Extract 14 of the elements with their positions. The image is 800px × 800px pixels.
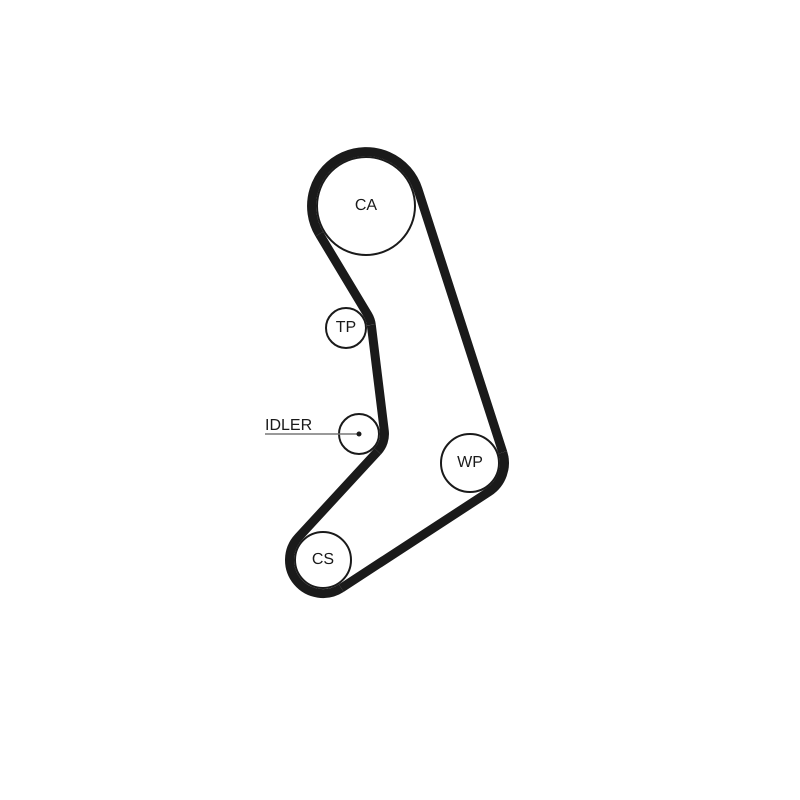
pulley [440,433,500,493]
pulley [325,307,367,349]
timing-belt [315,232,376,326]
part-label: IDLER [265,417,312,434]
pulley-label: CA [354,198,378,214]
idler-pulley [338,413,380,455]
timing-belt [366,324,389,454]
timing-belt [285,448,381,598]
leader-line [265,433,338,435]
pulley-label: TP [336,320,356,336]
timing-belt [338,451,509,592]
pulley-label: CS [312,552,334,568]
timing-belt [307,147,508,454]
pulley-label: WP [457,455,483,471]
